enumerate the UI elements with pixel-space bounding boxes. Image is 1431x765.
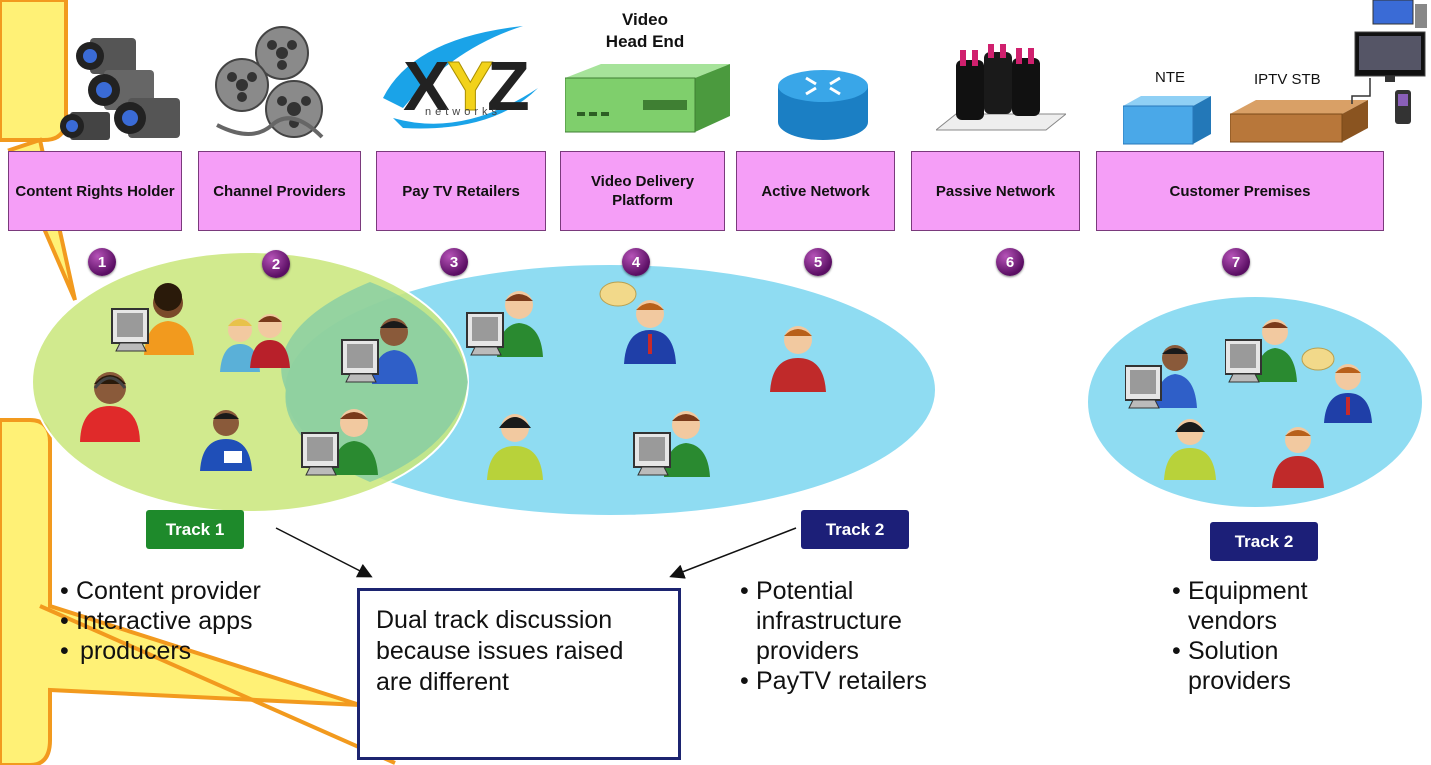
headset-person-icon (80, 372, 140, 442)
stage-video-delivery-platform: Video Delivery Platform (560, 151, 725, 231)
dual-track-note: Dual track discussion because issues rai… (357, 588, 681, 760)
nte-device-icon (1123, 96, 1211, 145)
person-icon (487, 414, 543, 480)
svg-text:X: X (403, 47, 452, 125)
stage-number-2: 2 (262, 250, 290, 278)
person-icon (770, 326, 826, 392)
iptv-stb-label: IPTV STB (1254, 71, 1321, 88)
stage-pay-tv-retailers: Pay TV Retailers (376, 151, 546, 231)
stage-number-7: 7 (1222, 248, 1250, 276)
stage-active-network: Active Network (736, 151, 895, 231)
head-end-device-icon (565, 64, 730, 133)
computer-tv-icon (1354, 0, 1427, 124)
person-at-computer-icon (1225, 319, 1297, 383)
person-at-computer-icon (111, 283, 194, 355)
xyz-networks-logo-icon: X Y Z (383, 26, 538, 129)
logo-text: networks (425, 106, 502, 118)
track-2-customer-label: Track 2 (1210, 522, 1318, 561)
person-at-computer-icon (466, 291, 543, 357)
stage-customer-premises: Customer Premises (1096, 151, 1384, 231)
router-icon (778, 70, 868, 140)
person-at-computer-icon (1125, 345, 1197, 409)
person-icon (1164, 419, 1216, 480)
person-at-computer-icon (633, 411, 710, 477)
stage-content-rights-holder: Content Rights Holder (8, 151, 182, 231)
stage-number-6: 6 (996, 248, 1024, 276)
speaking-person-icon (1301, 347, 1372, 423)
list-item: Interactive apps (60, 606, 340, 636)
list-item: producers (60, 636, 340, 666)
stage-number-5: 5 (804, 248, 832, 276)
person-at-computer-icon (341, 318, 418, 384)
list-item: PayTV retailers (740, 666, 1000, 696)
track-1-label: Track 1 (146, 510, 244, 549)
video-camera-icon (60, 38, 180, 140)
two-people-icon (220, 314, 290, 372)
person-writing-icon (200, 410, 252, 471)
person-at-computer-icon (301, 409, 378, 476)
video-head-end-label: Video Head End (605, 10, 685, 51)
set-top-box-icon (1230, 100, 1368, 143)
stage-passive-network: Passive Network (911, 151, 1080, 231)
stage-number-1: 1 (88, 248, 116, 276)
svg-text:Z: Z (487, 47, 530, 125)
nte-label: NTE (1155, 69, 1185, 86)
stage-number-4: 4 (622, 248, 650, 276)
list-item: Content provider (60, 576, 340, 606)
film-reel-icon (215, 26, 324, 139)
person-icon (1272, 427, 1324, 488)
svg-text:Y: Y (447, 47, 494, 125)
connection-line (1351, 78, 1371, 104)
cable-reel-icon (936, 44, 1066, 131)
track-2-label: Track 2 (801, 510, 909, 549)
stage-number-3: 3 (440, 248, 468, 276)
track-1-list: Content provider Interactive apps produc… (60, 576, 340, 666)
speaking-person-icon (599, 281, 676, 364)
stage-channel-providers: Channel Providers (198, 151, 361, 231)
